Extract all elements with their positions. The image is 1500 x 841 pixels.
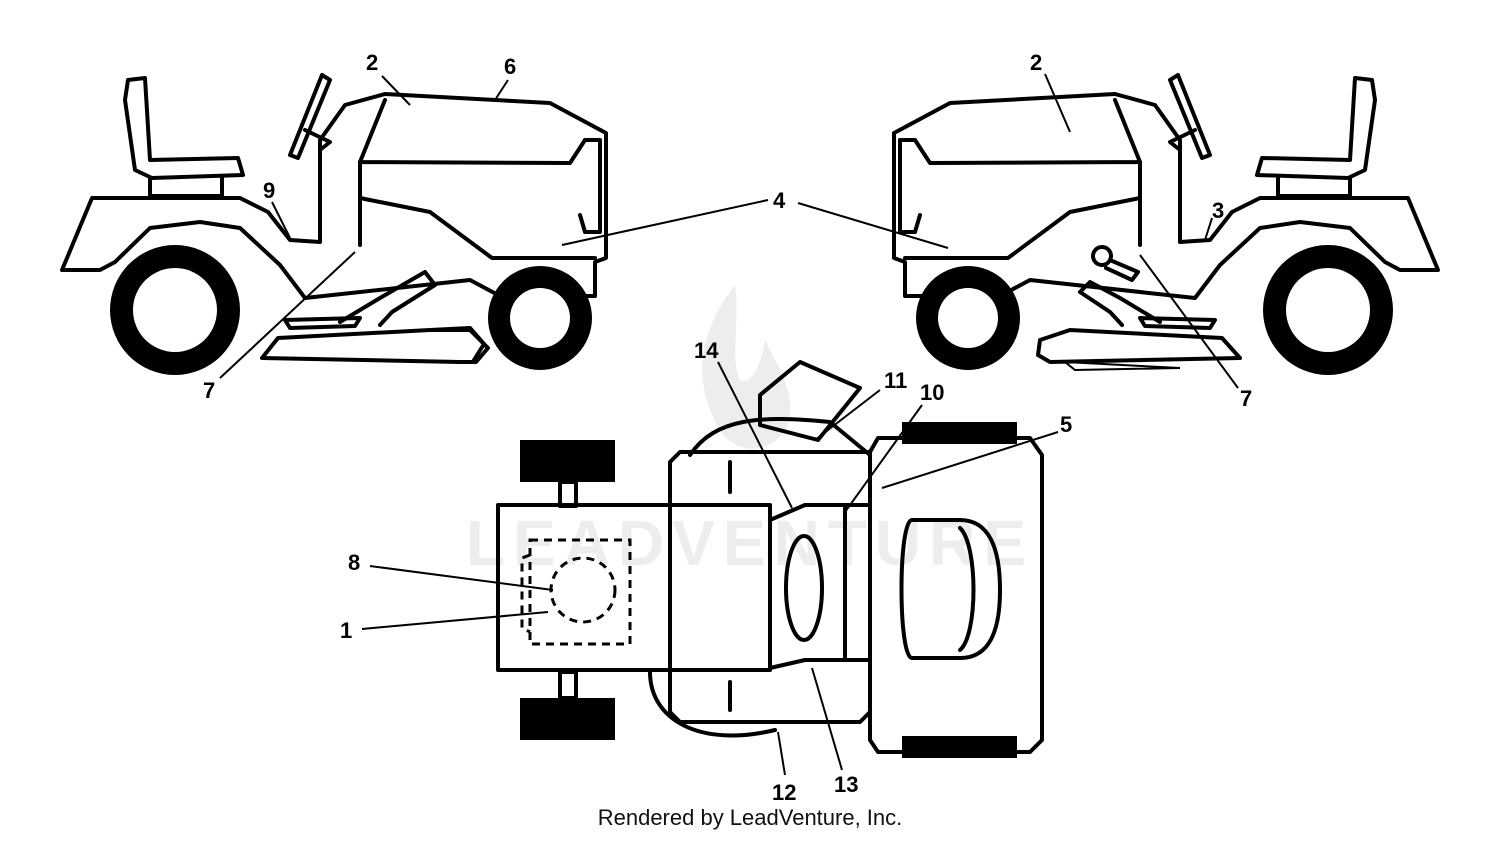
top-seat-outline (528, 538, 632, 646)
steering-wheel-left (288, 73, 332, 160)
callout-2-left: 2 (366, 50, 378, 75)
callout-7-left: 7 (203, 378, 215, 403)
callout-1: 1 (340, 618, 352, 643)
callout-10: 10 (920, 380, 944, 405)
callout-6: 6 (504, 54, 516, 79)
callout-14: 14 (694, 338, 719, 363)
footer-credit: Rendered by LeadVenture, Inc. (597, 805, 903, 830)
seat-base-right (1276, 176, 1352, 198)
top-hood (868, 436, 1044, 754)
steering-wheel-right (1168, 73, 1212, 160)
callout-8: 8 (348, 550, 360, 575)
callout-2-right: 2 (1030, 50, 1042, 75)
watermark-text: LEADVENTURE (466, 507, 1034, 579)
mower-deck-left (260, 328, 490, 364)
tractor-right-side-view (892, 73, 1440, 375)
top-rear-wheel-upper (520, 440, 615, 482)
callout-7-right: 7 (1240, 386, 1252, 411)
deck-hanger-right (1138, 316, 1217, 330)
steering-column-left (303, 128, 332, 152)
tractor-top-view (496, 360, 1044, 758)
deck-lift-right (1078, 280, 1162, 327)
rear-body-right (892, 92, 1440, 300)
leader-lines (219, 73, 1239, 776)
deck-edge-right (1061, 360, 1181, 372)
grille-left (578, 138, 602, 234)
ignition-lever-right (1104, 258, 1140, 282)
steering-column-right (1168, 128, 1197, 152)
top-axle-lower (558, 670, 578, 700)
callout-3: 3 (1212, 198, 1224, 223)
deck-hanger-left (283, 316, 362, 330)
seat-base-left (148, 176, 224, 198)
rear-body-left (60, 92, 608, 300)
callout-11: 11 (884, 368, 907, 393)
hood-side-left (358, 160, 597, 260)
mower-deck-right (1036, 328, 1242, 364)
hood-side-right (903, 160, 1142, 260)
top-front-wheel-lower (902, 736, 1017, 758)
top-rear-body (496, 503, 772, 672)
seat-right (1255, 76, 1377, 180)
callout-9: 9 (263, 178, 275, 203)
top-dash-panel (803, 503, 847, 662)
top-axle-upper (558, 480, 578, 508)
callout-12: 12 (772, 780, 796, 805)
top-grille (899, 518, 1002, 660)
callout-4: 4 (773, 188, 786, 213)
top-rear-wheel-lower (520, 698, 615, 740)
watermark-flame-icon (702, 285, 791, 449)
deck-chute-left (428, 326, 486, 362)
top-discharge-chute (758, 360, 862, 442)
callout-5: 5 (1060, 412, 1072, 437)
grille-right (898, 138, 922, 234)
top-front-wheel-upper (902, 422, 1017, 444)
seat-left (123, 76, 245, 180)
hood-right (913, 98, 1142, 165)
deck-lift-left (338, 270, 437, 327)
callout-13: 13 (834, 772, 858, 797)
top-seat-side-dashed (520, 553, 531, 634)
top-steering-wheel (784, 534, 824, 642)
hood-left (358, 98, 587, 165)
top-grille-inner (958, 526, 976, 652)
ignition-knob-icon (1091, 245, 1113, 267)
callout-labels: 2 6 9 7 4 2 3 7 14 11 10 5 8 1 12 13 (203, 50, 1252, 805)
tractor-left-side-view (60, 73, 608, 375)
